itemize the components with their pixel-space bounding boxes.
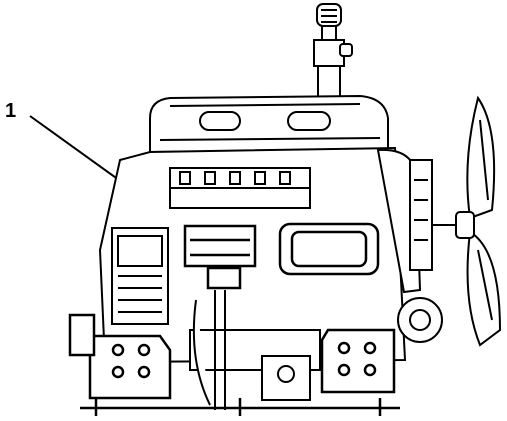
callout-target-component: [183, 224, 257, 290]
left-housing: [111, 227, 169, 325]
cooling-fan: [432, 95, 502, 347]
left-mount-bracket: [68, 313, 172, 400]
callout-number-1: 1: [5, 100, 17, 122]
oil-pan: [189, 290, 321, 410]
center-panel: [278, 222, 380, 276]
right-mount-bracket: [320, 328, 396, 394]
valve-cover: [149, 94, 389, 154]
flywheel-housing: [376, 148, 443, 343]
air-intake: [313, 3, 353, 103]
base-frame: [80, 398, 400, 416]
